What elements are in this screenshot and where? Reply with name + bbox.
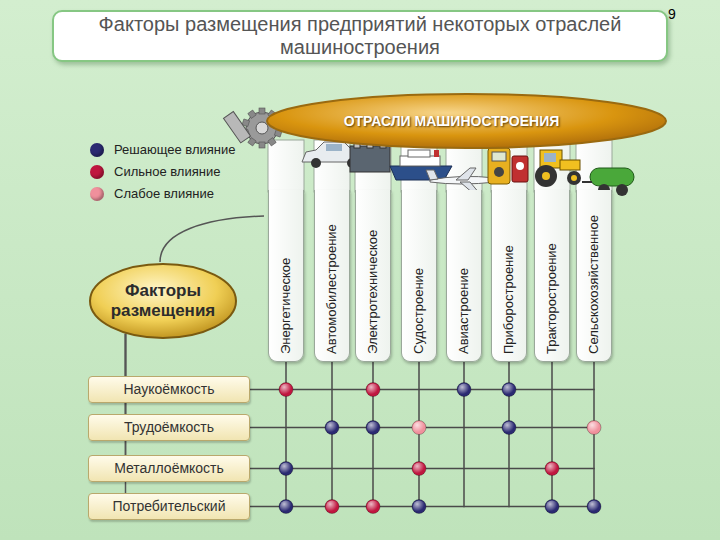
dot-highlight xyxy=(326,501,338,513)
legend-swatch xyxy=(90,143,104,157)
column-label: Авиастроение xyxy=(456,268,472,354)
legend-text: Решающее влияние xyxy=(114,142,236,158)
influence-dot xyxy=(587,500,601,514)
influence-dot xyxy=(366,421,380,435)
dot-highlight xyxy=(413,463,425,475)
node-label: Трудоёмкость xyxy=(124,419,214,436)
industry-column: Приборостроение xyxy=(491,190,527,362)
factor-box: Металлоёмкость xyxy=(88,455,250,482)
dot-highlight xyxy=(413,422,425,434)
column-label: Автомобилестроение xyxy=(324,224,340,354)
industry-column: Тракторостроение xyxy=(534,190,570,362)
industry-column: Электротехническое xyxy=(355,190,391,362)
node-label: Факторы размещения xyxy=(106,281,220,321)
legend-text: Сильное влияние xyxy=(114,164,220,180)
title-text: Факторы размещения предприятий некоторых… xyxy=(68,13,652,59)
influence-dot xyxy=(325,500,339,514)
node-label: Потребительский xyxy=(112,498,225,515)
legend-text: Слабое влияние xyxy=(114,186,214,202)
influence-dot xyxy=(587,421,601,435)
instrument-icon xyxy=(488,148,528,184)
node-label: ОТРАСЛИ МАШИНОСТРОЕНИЯ xyxy=(344,113,590,129)
legend-swatch xyxy=(90,165,104,179)
influence-dot xyxy=(279,500,293,514)
influence-dot xyxy=(366,383,380,397)
influence-dot xyxy=(502,421,516,435)
node-label: Металлоёмкость xyxy=(114,460,224,477)
influence-dot xyxy=(457,383,471,397)
dot-highlight xyxy=(367,422,379,434)
dot-highlight xyxy=(588,422,600,434)
grid-line xyxy=(250,389,595,391)
industry-column: Судостроение xyxy=(401,190,437,362)
dot-highlight xyxy=(367,384,379,396)
dot-highlight xyxy=(546,501,558,513)
factor-box: Потребительский xyxy=(88,493,250,520)
column-label: Тракторостроение xyxy=(544,243,560,354)
influence-dot xyxy=(412,500,426,514)
factor-box: Наукоёмкость xyxy=(88,376,250,403)
column-label: Судостроение xyxy=(411,268,427,354)
gear-tooth xyxy=(248,110,256,118)
leader-curve xyxy=(160,216,264,262)
influence-dot xyxy=(545,500,559,514)
influence-dot xyxy=(412,462,426,476)
oval-shape xyxy=(90,264,236,338)
dot-highlight xyxy=(546,463,558,475)
dot-highlight xyxy=(458,384,470,396)
page-number: 9 xyxy=(668,6,676,22)
column-top xyxy=(268,140,304,192)
influence-dot xyxy=(412,421,426,435)
oval-shape xyxy=(267,94,666,148)
dot-highlight xyxy=(326,422,338,434)
influence-dot xyxy=(366,500,380,514)
influence-dot xyxy=(325,421,339,435)
node-label: Наукоёмкость xyxy=(124,381,215,398)
column-label: Энергетическое xyxy=(278,258,294,354)
influence-dot xyxy=(545,462,559,476)
industry-ellipse: ОТРАСЛИ МАШИНОСТРОЕНИЯ xyxy=(265,92,668,150)
gear-tooth xyxy=(268,138,276,146)
dot-highlight xyxy=(503,384,515,396)
dot-highlight xyxy=(367,501,379,513)
influence-dot xyxy=(279,462,293,476)
influence-dot xyxy=(502,383,516,397)
dot-highlight xyxy=(413,501,425,513)
factor-box: Трудоёмкость xyxy=(88,414,250,441)
industry-column: Энергетическое xyxy=(268,190,304,362)
column-label: Приборостроение xyxy=(501,245,517,354)
industry-column: Автомобилестроение xyxy=(314,190,350,362)
dot-highlight xyxy=(280,384,292,396)
dot-highlight xyxy=(280,463,292,475)
gear-tooth xyxy=(259,108,265,114)
industry-column: Сельскохозяйственное xyxy=(576,190,612,362)
tractor-icon xyxy=(535,150,581,187)
grid-line xyxy=(551,362,553,507)
title-box: Факторы размещения предприятий некоторых… xyxy=(52,10,668,62)
dot-highlight xyxy=(588,501,600,513)
column-label: Электротехническое xyxy=(365,230,381,354)
column-label: Сельскохозяйственное xyxy=(586,215,602,354)
dot-highlight xyxy=(280,501,292,513)
legend-swatch xyxy=(90,187,104,201)
factor-oval: Факторы размещения xyxy=(88,262,238,340)
gear-tooth xyxy=(248,138,256,146)
dot-highlight xyxy=(503,422,515,434)
gear-tooth xyxy=(259,142,265,148)
industry-column: Авиастроение xyxy=(446,190,482,362)
influence-dot xyxy=(279,383,293,397)
ship-icon xyxy=(390,150,452,180)
